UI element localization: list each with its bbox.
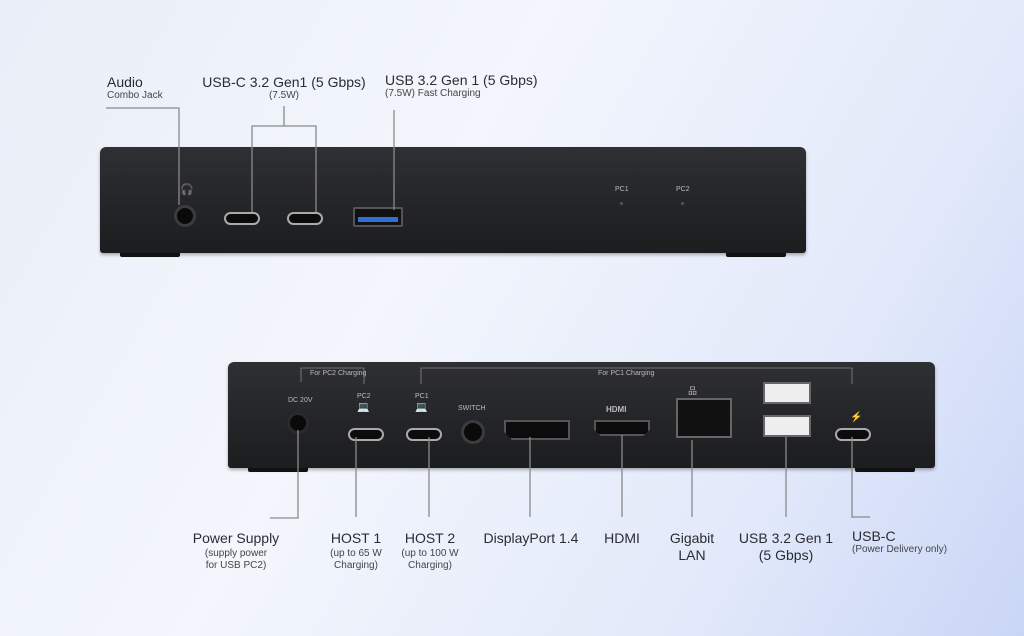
label-gigabit-lan: Gigabit LAN — [669, 530, 715, 563]
headset-icon: 🎧 — [180, 184, 194, 196]
label-hdmi: HDMI — [604, 530, 640, 546]
label-host1: HOST 1(up to 65 W Charging) — [330, 530, 382, 571]
dock-rear: For PC2 Charging For PC1 Charging DC 20V… — [228, 362, 935, 472]
pc2-laptop-icon: 💻 — [357, 402, 370, 413]
usba-port-2 — [763, 415, 811, 437]
usba-port-1 — [763, 382, 811, 404]
switch-button — [461, 420, 485, 444]
lightning-icon: ⚡ — [850, 412, 863, 423]
led-pc1-label: PC1 — [615, 186, 629, 193]
label-usbc-front: USB-C 3.2 Gen1 (5 Gbps)(7.5W) — [202, 74, 366, 101]
dc-jack — [287, 412, 309, 434]
switch-label: SWITCH — [458, 405, 486, 412]
dc-label: DC 20V — [288, 397, 313, 404]
dock-front: 🎧 PC1 PC2 — [100, 147, 806, 257]
pc2-label: PC2 — [357, 393, 371, 400]
usbc-pd-port — [835, 428, 871, 441]
label-host2: HOST 2(up to 100 W Charging) — [401, 530, 459, 571]
led-pc2-label: PC2 — [676, 186, 690, 193]
host2-port — [406, 428, 442, 441]
label-power-supply: Power Supply(supply power for USB PC2) — [192, 530, 280, 571]
lan-port — [676, 398, 732, 438]
led-pc2 — [681, 202, 684, 205]
pc2-charging-label: For PC2 Charging — [310, 370, 367, 377]
label-displayport: DisplayPort 1.4 — [483, 530, 579, 546]
pc1-label: PC1 — [415, 393, 429, 400]
label-usbc-pd: USB-C(Power Delivery only) — [852, 528, 948, 555]
led-pc1 — [620, 202, 623, 205]
usba-port — [353, 207, 403, 227]
usbc-port-2 — [287, 212, 323, 225]
label-usba-rear: USB 3.2 Gen 1 (5 Gbps) — [738, 530, 834, 563]
pc1-laptop-icon: 💻 — [415, 402, 428, 413]
usbc-port-1 — [224, 212, 260, 225]
host1-port — [348, 428, 384, 441]
pc1-charging-label: For PC1 Charging — [598, 370, 655, 377]
displayport — [504, 420, 570, 440]
hdmi-port — [594, 420, 650, 436]
network-icon: 品 — [688, 386, 698, 396]
audio-jack — [174, 205, 196, 227]
label-usba-front: USB 3.2 Gen 1 (5 Gbps)(7.5W) Fast Chargi… — [385, 72, 538, 99]
hdmi-logo: HDMI — [606, 405, 627, 414]
